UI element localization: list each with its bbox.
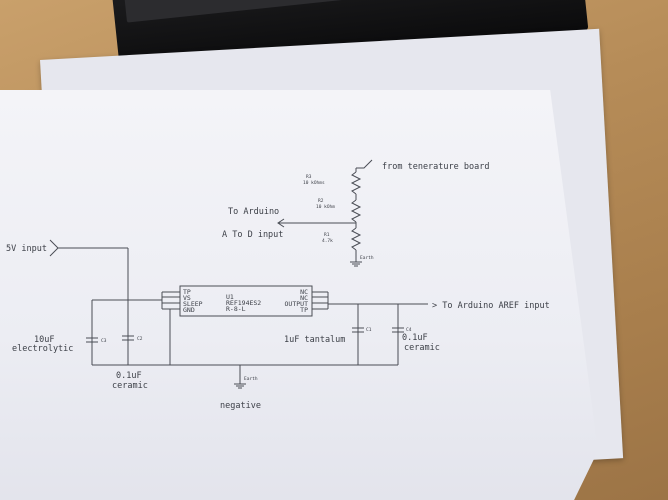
resistor-r1-value: 4.7k [322,238,333,244]
label-to-arduino: To Arduino [228,207,279,217]
resistor-r3-value: 10 kOhms [303,180,325,186]
ic-pin-right-1: NC [300,288,308,296]
svg-text:C2: C2 [137,336,143,342]
ic-u1 [179,285,313,317]
paper-sheet-front [0,90,598,500]
svg-text:C4: C4 [406,327,412,333]
label-10uf: 10uF [34,335,54,345]
ic-ref: U1 [226,293,234,301]
resistor-r2-ref: R2 [318,198,324,204]
ic-pin-right-2: NC [300,294,308,302]
label-5v-input: 5V input [6,244,47,254]
label-01uf-right: 0.1uF [402,333,428,343]
label-negative: negative [220,401,261,411]
ic-pin-left-3: SLEEP [183,300,203,308]
label-electrolytic: electrolytic [12,344,73,354]
ground-label-top: Earth [360,255,374,261]
ic-pin-right-3: OUTPUT [285,300,309,308]
resistor-r3-ref: R3 [306,174,312,180]
ic-package: R-8-L [226,305,246,313]
svg-text:C3: C3 [101,338,107,344]
label-aref-input: > To Arduino AREF input [432,301,550,311]
svg-text:C1: C1 [366,327,372,333]
ground-label-bottom: Earth [244,376,258,382]
ic-pin-left-2: VS [183,294,191,302]
resistor-r1-ref: R1 [324,232,330,238]
label-tantalum: 1uF tantalum [284,335,345,345]
label-01uf-left: 0.1uF [116,371,142,381]
label-ceramic-left: ceramic [112,381,148,391]
ic-pin-left-1: TP [183,288,191,296]
ic-part: REF194ES2 [226,299,261,307]
resistor-r2-value: 10 kOhm [316,204,335,210]
label-ceramic-right: ceramic [404,343,440,353]
ic-pin-left-4: GND [183,306,195,314]
label-a-to-d-input: A To D input [222,230,283,240]
label-from-temp-board: from tenerature board [382,162,489,172]
ic-pin-right-4: TP [300,306,308,314]
